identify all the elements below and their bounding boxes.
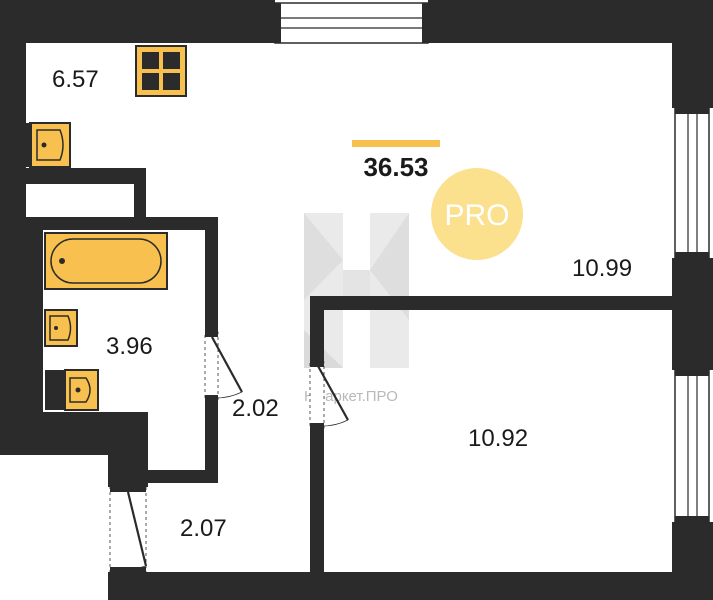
toilet-icon [45, 369, 99, 411]
pro-badge-text: PRO [444, 199, 509, 232]
hallway-area-label: 2.07 [180, 515, 227, 542]
stove-icon [135, 45, 187, 97]
kitchen-sink-icon [26, 122, 71, 168]
door-entrance [109, 486, 148, 573]
watermark-text: Нмаркет.ПРО [304, 388, 398, 405]
bathtub-icon [44, 232, 168, 290]
bathroom-sink-icon [44, 309, 78, 347]
door-bathroom [204, 331, 243, 401]
window-top [274, 2, 429, 44]
window-right-lower [674, 369, 710, 523]
kitchen-area-label: 6.57 [52, 66, 99, 93]
closet-area-label: 2.02 [232, 395, 279, 422]
door-bedroom [309, 361, 349, 429]
living-room-area-label: 10.99 [572, 255, 632, 282]
bedroom-area-label: 10.92 [468, 425, 528, 452]
total-area-accent-bar [352, 140, 440, 147]
bathroom-area-label: 3.96 [106, 333, 153, 360]
pro-badge: PRO [431, 168, 523, 260]
total-area-label: 36.53 [363, 152, 428, 182]
window-right-upper [674, 107, 710, 259]
